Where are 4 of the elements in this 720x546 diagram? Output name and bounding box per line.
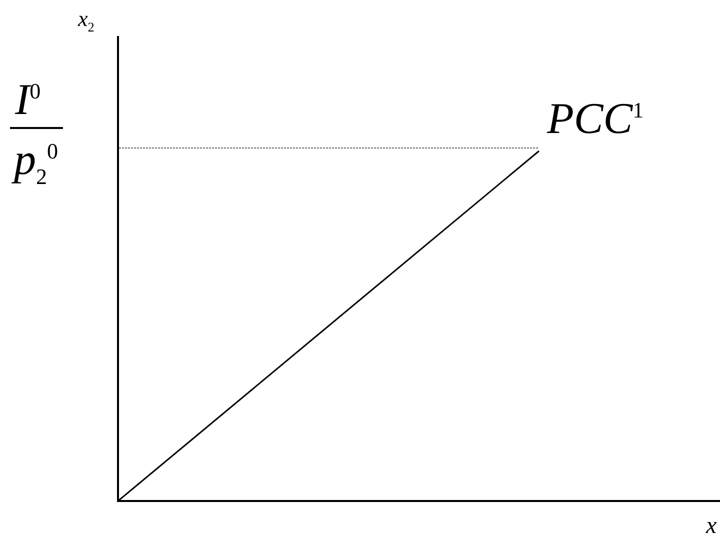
fraction-numerator: I$^{0}$: [15, 78, 41, 122]
curve-label: PCC$^{1}$: [547, 97, 644, 141]
axis-label: x: [706, 514, 717, 538]
axis-label: x$_{2}$: [78, 8, 94, 34]
